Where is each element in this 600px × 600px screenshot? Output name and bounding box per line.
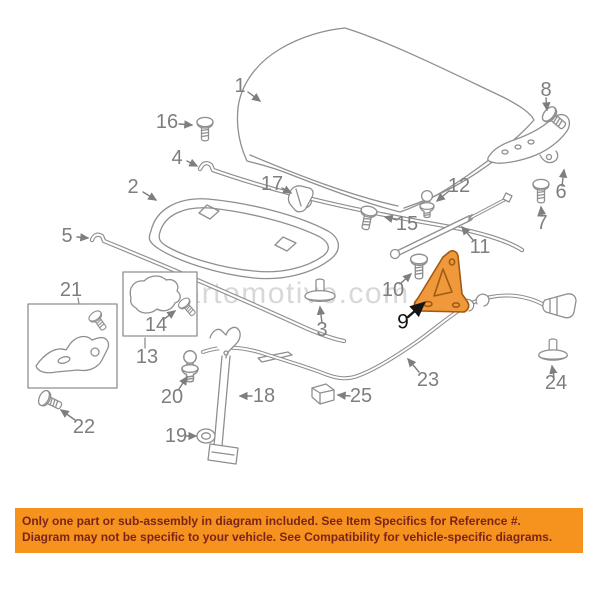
- hood-prop-rod-drawing: [207, 326, 241, 465]
- part-label-20: 20: [160, 386, 184, 408]
- part-label-23: 23: [416, 369, 440, 391]
- cowl-seal-strip-drawing: [89, 232, 347, 363]
- latch-kit-box-drawing: [27, 303, 118, 389]
- release-cable-drawing: [201, 293, 577, 381]
- hood-hinge-drawing: [487, 113, 571, 164]
- disclaimer-banner: Only one part or sub-assembly in diagram…: [15, 508, 583, 553]
- part-label-4: 4: [171, 147, 183, 169]
- part-label-15: 15: [395, 213, 419, 235]
- part-label-2: 2: [127, 176, 139, 198]
- disclaimer-line-1: Only one part or sub-assembly in diagram…: [22, 514, 521, 528]
- part-label-9: 9: [397, 310, 409, 334]
- callout-arrows: [59, 91, 568, 441]
- insulator-kit-box-drawing: [77, 271, 200, 349]
- part-label-11: 11: [469, 236, 491, 258]
- hood-support-strut-drawing: [389, 192, 513, 260]
- exploded-diagram-drawing: [27, 27, 577, 465]
- part-label-5: 5: [61, 225, 73, 247]
- part-label-10: 10: [381, 279, 405, 301]
- part-label-13: 13: [135, 346, 159, 368]
- part-label-14: 14: [144, 314, 168, 336]
- front-seal-strip-drawing: [197, 161, 525, 253]
- part-label-25: 25: [349, 385, 373, 407]
- cable-clip-drawing: [311, 383, 335, 405]
- hood-panel-drawing: [236, 27, 535, 213]
- part-label-24: 24: [544, 372, 568, 394]
- part-label-17: 17: [260, 173, 284, 195]
- part-label-19: 19: [164, 425, 188, 447]
- part-label-21: 21: [59, 279, 83, 301]
- part-label-16: 16: [155, 111, 179, 133]
- part-label-22: 22: [72, 416, 96, 438]
- part-label-18: 18: [252, 385, 276, 407]
- part-label-8: 8: [540, 79, 552, 101]
- part-label-12: 12: [447, 175, 471, 197]
- disclaimer-line-2: Diagram may not be specific to your vehi…: [22, 530, 553, 544]
- hood-striker-drawing: [287, 185, 314, 213]
- part-label-6: 6: [555, 181, 567, 203]
- part-label-1: 1: [234, 75, 246, 97]
- part-label-7: 7: [536, 212, 548, 234]
- part-label-3: 3: [316, 319, 328, 341]
